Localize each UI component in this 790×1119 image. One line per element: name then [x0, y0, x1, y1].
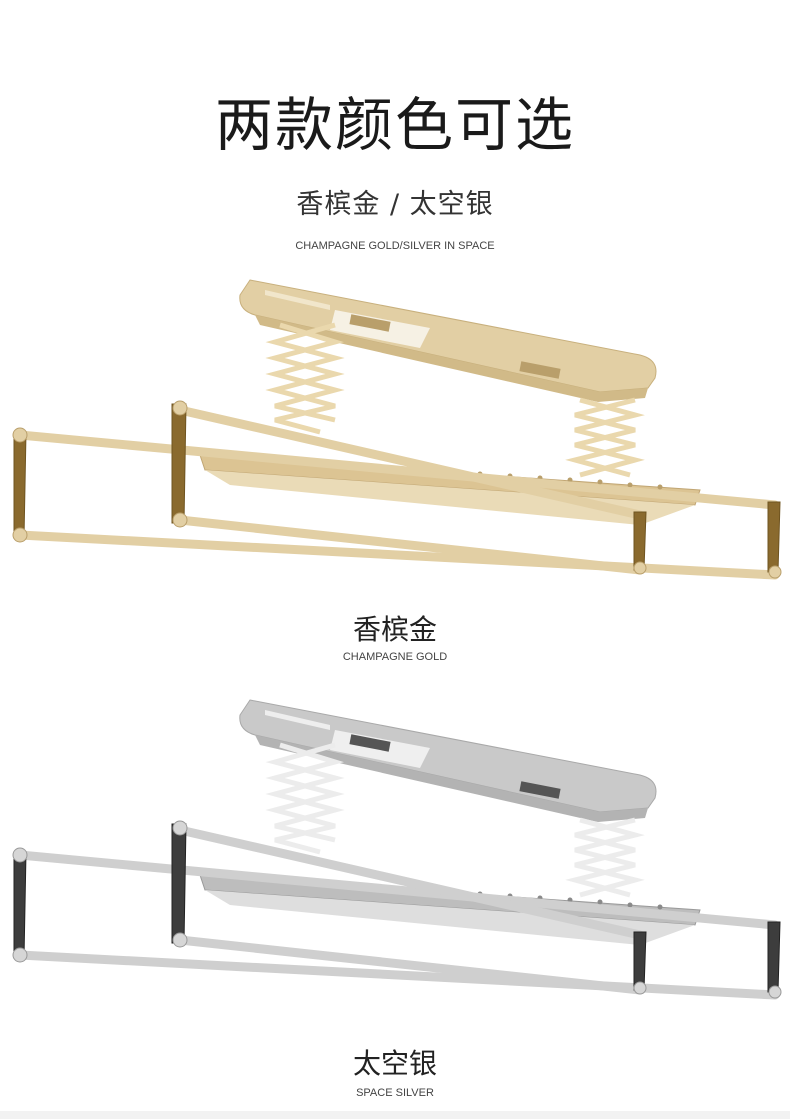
drying-rack-silver-image	[12, 699, 782, 1000]
variant-silver-label-en: SPACE SILVER	[356, 1087, 434, 1099]
drying-rack-silver-illustration	[12, 699, 782, 1000]
page-title: 两款颜色可选	[214, 91, 575, 159]
drying-rack-gold-image	[12, 279, 782, 580]
page-subtitle: 香槟金 / 太空银	[296, 189, 494, 220]
variant-gold-label-en: CHAMPAGNE GOLD	[342, 651, 448, 663]
drying-rack-gold-illustration	[12, 279, 782, 580]
variant-silver-label: 太空银	[352, 1047, 437, 1080]
variant-gold-label: 香槟金	[352, 613, 437, 646]
page-subtitle-en: CHAMPAGNE GOLD/SILVER IN SPACE	[295, 240, 495, 252]
bottom-divider	[0, 1111, 790, 1119]
